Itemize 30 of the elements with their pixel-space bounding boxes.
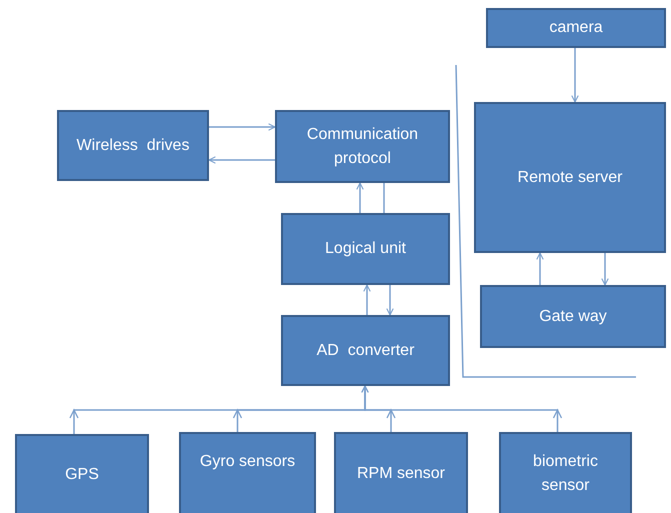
box-label: AD converter <box>316 340 414 360</box>
process-box <box>474 102 666 253</box>
process-box <box>499 432 632 513</box>
box-label: GPS <box>65 465 99 485</box>
box-label: Remote server <box>518 168 622 188</box>
arrow <box>386 285 394 316</box>
box-label: Logical unit <box>325 239 406 259</box>
process-box <box>281 213 450 285</box>
arrow <box>536 252 544 285</box>
arrow <box>571 48 579 103</box>
process-box <box>334 432 468 513</box>
process-box <box>15 434 149 513</box>
box-label: biometric sensor <box>532 452 599 496</box>
box-label: camera <box>549 18 603 38</box>
box-label: Gate way <box>539 306 607 326</box>
arrow <box>208 156 275 164</box>
process-box <box>281 315 450 386</box>
process-box <box>57 110 209 181</box>
process-box <box>480 285 666 348</box>
box-label: Gyro sensors <box>200 452 296 472</box>
process-box <box>179 432 316 513</box>
arrow <box>601 253 609 286</box>
arrow <box>356 182 364 213</box>
box-label: Communication protocol <box>306 124 420 168</box>
arrow <box>363 284 371 315</box>
box-label: Wireless drives <box>76 136 190 156</box>
process-box <box>275 110 450 183</box>
arrow <box>209 123 276 131</box>
process-box <box>486 8 666 48</box>
box-label: RPM sensor <box>356 464 446 484</box>
